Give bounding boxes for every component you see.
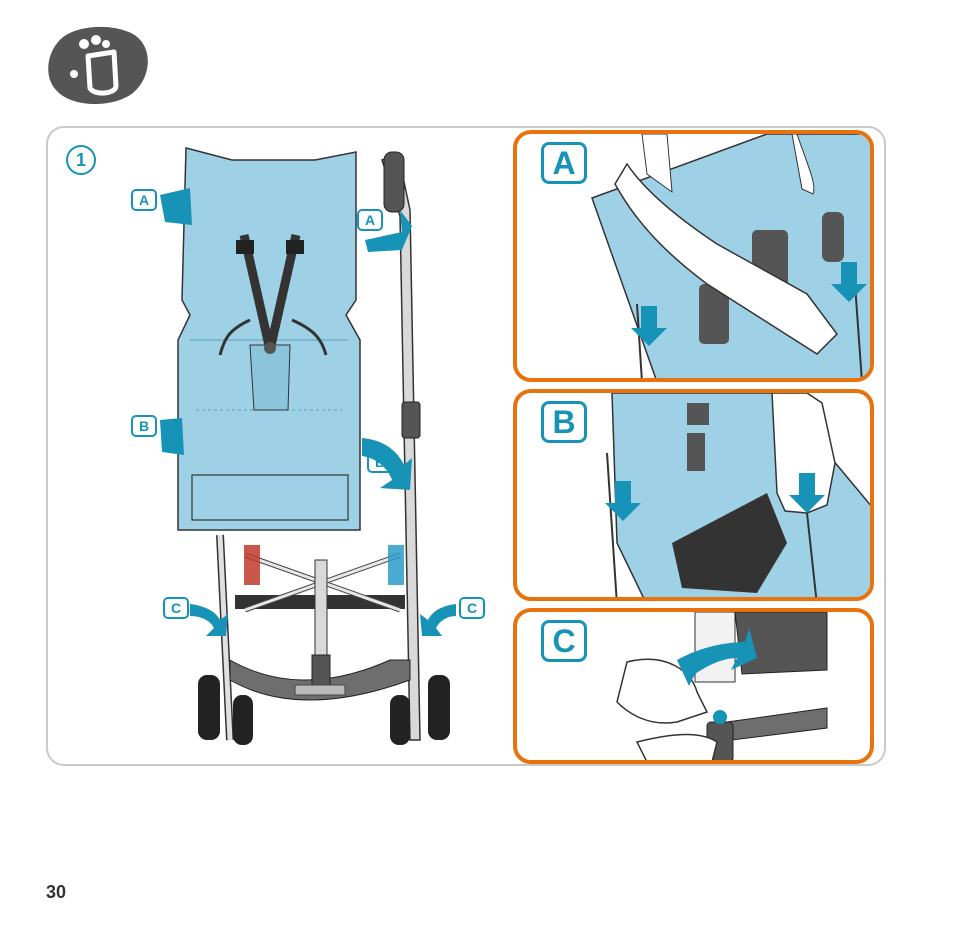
panel-c-label: C: [541, 620, 587, 662]
arrow-b-left-icon: [160, 418, 184, 455]
arrow-c-right-icon: [420, 604, 456, 636]
panel-b: B: [513, 389, 874, 601]
arrow-a-right-icon: [365, 210, 412, 252]
panel-c: C: [513, 608, 874, 764]
panel-a-label: A: [541, 142, 587, 184]
arrow-c-left-icon: [190, 604, 228, 636]
panel-b-label: B: [541, 401, 587, 443]
panel-a: A: [513, 130, 874, 382]
arrow-a-left-icon: [160, 188, 192, 225]
arrow-b-right-icon: [362, 438, 412, 490]
page-number: 30: [46, 882, 66, 903]
